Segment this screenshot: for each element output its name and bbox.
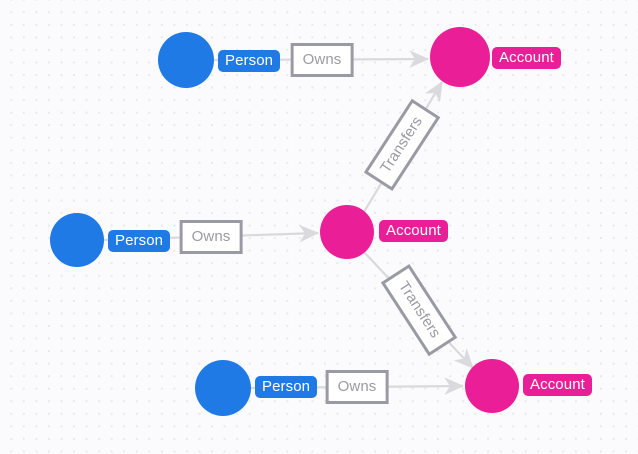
edge-label-owns[interactable]: Owns xyxy=(325,370,389,404)
edge-label-owns[interactable]: Owns xyxy=(179,220,243,254)
graph-node-account[interactable] xyxy=(465,359,519,413)
node-label-person[interactable]: Person xyxy=(255,376,318,398)
graph-node-person[interactable] xyxy=(195,360,251,416)
graph-node-account[interactable] xyxy=(430,27,490,87)
edge-label-owns[interactable]: Owns xyxy=(290,43,354,77)
graph-node-account[interactable] xyxy=(320,205,374,259)
node-label-person[interactable]: Person xyxy=(108,230,171,252)
graph-node-person[interactable] xyxy=(158,32,214,88)
node-label-account[interactable]: Account xyxy=(523,374,592,396)
graph-node-person[interactable] xyxy=(50,213,104,267)
node-label-person[interactable]: Person xyxy=(218,50,281,72)
node-label-account[interactable]: Account xyxy=(379,220,448,242)
node-label-account[interactable]: Account xyxy=(492,47,561,69)
